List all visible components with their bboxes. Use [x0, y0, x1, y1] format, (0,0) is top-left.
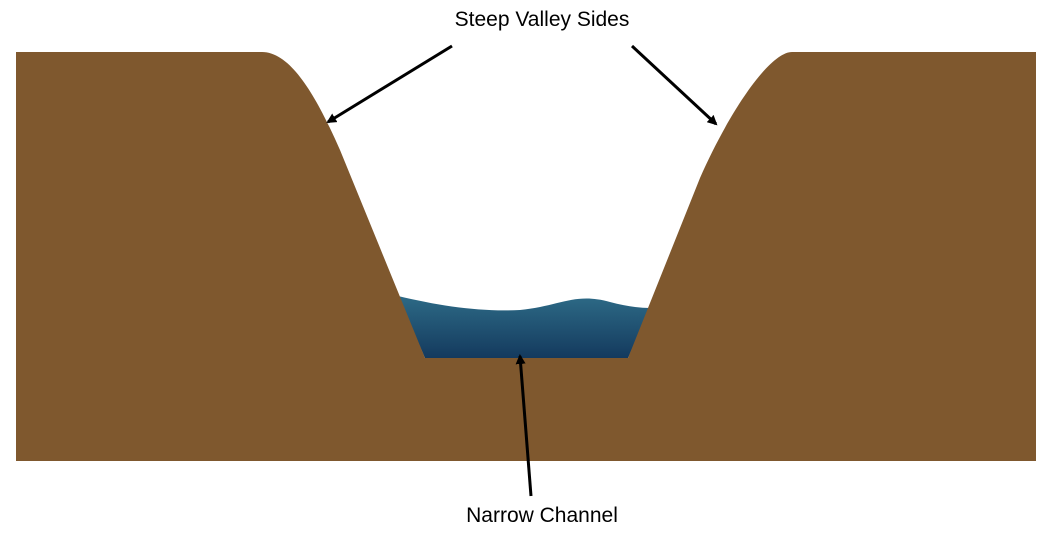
- river-water: [398, 296, 650, 358]
- channel-label: Narrow Channel: [466, 504, 618, 527]
- left-side-arrow: [326, 44, 453, 124]
- valley-sides-label: Steep Valley Sides: [454, 8, 630, 31]
- valley-ground: [16, 52, 1036, 461]
- channel-arrow: [515, 354, 533, 497]
- right-side-arrow: [630, 44, 718, 126]
